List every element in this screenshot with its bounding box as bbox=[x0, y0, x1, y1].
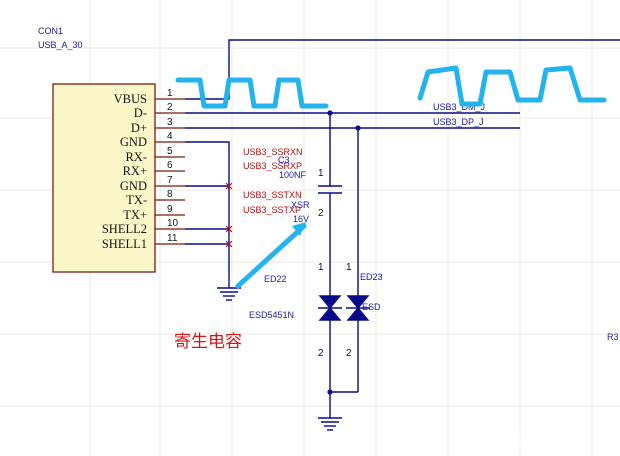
cap-value: 100NF bbox=[279, 170, 307, 180]
pin-label-1: VBUS bbox=[114, 92, 147, 106]
pin-num-10: 10 bbox=[167, 218, 179, 229]
cap-ref: C3 bbox=[278, 155, 290, 165]
pin-num-1: 1 bbox=[167, 88, 173, 99]
pin-num-11: 11 bbox=[167, 233, 178, 244]
esd1-pin2: 2 bbox=[318, 348, 324, 359]
no-connect-marks bbox=[225, 182, 233, 248]
pin-label-2: D- bbox=[134, 106, 147, 120]
highlight-arrow-head bbox=[292, 222, 306, 236]
gnd-wire[interactable] bbox=[185, 141, 230, 288]
net-label-sstxn: USB3_SSTXN bbox=[243, 190, 302, 200]
pin-num-9: 9 bbox=[167, 204, 173, 215]
esd2-pin1: 1 bbox=[346, 262, 352, 273]
esd-diode-ed22[interactable] bbox=[318, 295, 342, 321]
ground-symbol-left bbox=[217, 287, 241, 301]
highlight-squarewave-left bbox=[175, 77, 329, 109]
pin-label-4: GND bbox=[120, 135, 147, 149]
net-label-dm: USB3_DM_J bbox=[433, 102, 485, 112]
connector-designator: CON1 bbox=[38, 26, 63, 36]
cap-xsr: XSR bbox=[291, 200, 310, 210]
pin-label-5: RX- bbox=[125, 150, 147, 164]
esd2-part: ESD bbox=[362, 302, 381, 312]
highlight-squarewave-right bbox=[417, 65, 607, 107]
pin-label-10: SHELL2 bbox=[102, 222, 147, 236]
pin-num-8: 8 bbox=[167, 189, 173, 200]
pin-num-6: 6 bbox=[167, 160, 173, 171]
pin-label-3: D+ bbox=[131, 121, 147, 135]
pin-num-3: 3 bbox=[167, 117, 173, 128]
pin-label-7: GND bbox=[120, 179, 147, 193]
net-label-dp: USB3_DP_J bbox=[433, 117, 484, 127]
cap-volt: 16V bbox=[293, 214, 309, 224]
vbus-wire[interactable] bbox=[185, 39, 620, 100]
pin-label-6: RX+ bbox=[123, 164, 147, 178]
esd1-part: ESD5451N bbox=[249, 310, 294, 320]
usb-connector-body[interactable] bbox=[52, 83, 156, 273]
highlight-arrow-line bbox=[235, 223, 307, 289]
parasitic-capacitance-note: 寄生电容 bbox=[174, 332, 242, 352]
esd1-ref: ED22 bbox=[264, 274, 287, 284]
pin-num-7: 7 bbox=[167, 175, 173, 186]
connector-pins: VBUS D- D+ GND RX- RX+ GND TX- TX+ SHELL… bbox=[102, 88, 185, 251]
esd1-pin1: 1 bbox=[318, 262, 324, 273]
edge-ref: R3 bbox=[607, 332, 619, 342]
net-label-sstxp: USB3_SSTXP bbox=[243, 205, 301, 215]
pin-num-4: 4 bbox=[167, 131, 173, 142]
pin-num-5: 5 bbox=[167, 146, 173, 157]
ground-symbol-bottom bbox=[318, 417, 342, 431]
net-label-ssrxp: USB3_SSRXP bbox=[243, 161, 302, 171]
pin-label-9: TX+ bbox=[123, 208, 147, 222]
esd-diode-ed23[interactable] bbox=[346, 295, 370, 321]
watermark: 头条 @凡亿教育 bbox=[486, 427, 581, 443]
cap-pin1: 1 bbox=[318, 168, 324, 179]
pin-label-8: TX- bbox=[126, 193, 147, 207]
net-label-ssrxn: USB3_SSRXN bbox=[243, 147, 303, 157]
connector-footprint: USB_A_30 bbox=[38, 40, 83, 50]
esd2-ref: ED23 bbox=[360, 272, 383, 282]
pin-label-11: SHELL1 bbox=[102, 237, 147, 251]
pin-num-2: 2 bbox=[167, 102, 173, 113]
cap-pin2: 2 bbox=[318, 208, 324, 219]
esd2-pin2: 2 bbox=[346, 348, 352, 359]
